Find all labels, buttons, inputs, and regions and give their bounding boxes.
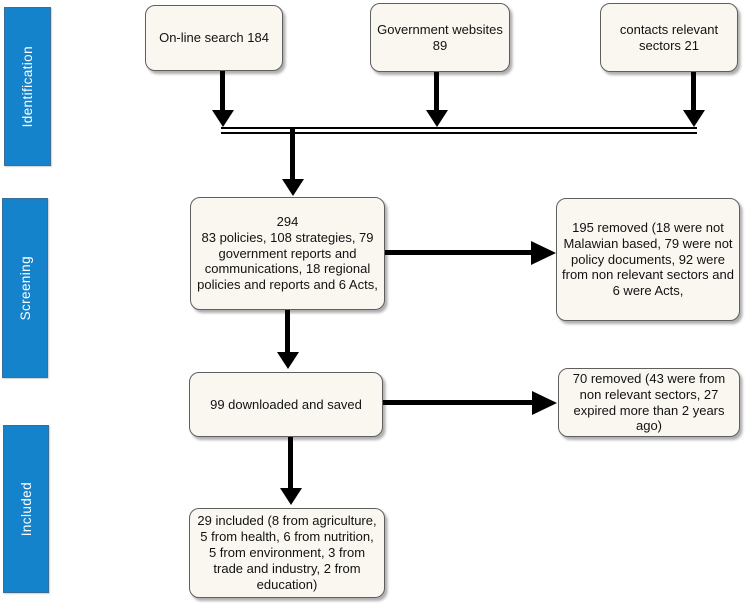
box-online-search: On-line search 184 — [145, 5, 283, 71]
arrow-downloaded-removed-head — [532, 391, 557, 415]
collector-line-top — [221, 127, 697, 129]
box-contacts-relevant-sectors: contacts relevant sectors 21 — [600, 3, 738, 72]
stage-bar-identification: Identification — [4, 7, 51, 166]
arrow-online-search-down-stem — [220, 71, 225, 112]
box-contacts-relevant-sectors-text: contacts relevant sectors 21 — [619, 21, 719, 53]
arrow-government-websites-down-stem — [434, 72, 439, 112]
box-online-search-text: On-line search 184 — [159, 30, 269, 46]
box-downloaded: 99 downloaded and saved — [189, 372, 383, 437]
box-included-final: 29 included (8 from agriculture, 5 from … — [189, 508, 385, 598]
stage-label-included: Included — [18, 481, 34, 537]
arrow-screened-removed-stem — [385, 250, 532, 255]
box-government-websites-text: Government websites 89 — [377, 21, 503, 53]
arrow-government-websites-down-head — [426, 110, 448, 127]
box-screened-removed: 195 removed (18 were not Malawian based,… — [556, 198, 740, 321]
box-government-websites: Government websites 89 — [370, 3, 510, 72]
stage-label-screening: Screening — [17, 255, 33, 321]
box-screened-total-desc: 83 policies, 108 strategies, 79 governme… — [197, 229, 378, 293]
arrow-to-screened-head — [282, 179, 304, 196]
arrow-to-downloaded-stem — [285, 310, 290, 352]
box-screened-total-count: 294 — [276, 213, 299, 229]
box-downloaded-removed: 70 removed (43 were from non relevant se… — [558, 368, 740, 437]
arrow-contacts-down-head — [683, 110, 705, 127]
arrow-to-screened-stem — [290, 127, 295, 180]
box-screened-removed-text: 195 removed (18 were not Malawian based,… — [562, 219, 734, 299]
box-downloaded-text: 99 downloaded and saved — [210, 396, 362, 412]
stage-bar-included: Included — [3, 425, 49, 593]
box-included-final-text: 29 included (8 from agriculture, 5 from … — [197, 513, 377, 592]
arrow-online-search-down-head — [212, 110, 234, 127]
arrow-contacts-down-stem — [691, 72, 696, 112]
arrow-to-included-head — [280, 488, 302, 505]
box-downloaded-removed-text: 70 removed (43 were from non relevant se… — [572, 370, 726, 434]
arrow-downloaded-removed-stem — [383, 400, 532, 405]
box-screened-total: 294 83 policies, 108 strategies, 79 gove… — [190, 197, 385, 310]
stage-bar-screening: Screening — [2, 198, 48, 378]
arrow-to-downloaded-head — [277, 352, 299, 369]
stage-label-identification: Identification — [20, 45, 35, 128]
collector-line-bottom — [221, 132, 697, 134]
arrow-screened-removed-head — [531, 241, 556, 265]
arrow-to-included-stem — [288, 437, 293, 488]
